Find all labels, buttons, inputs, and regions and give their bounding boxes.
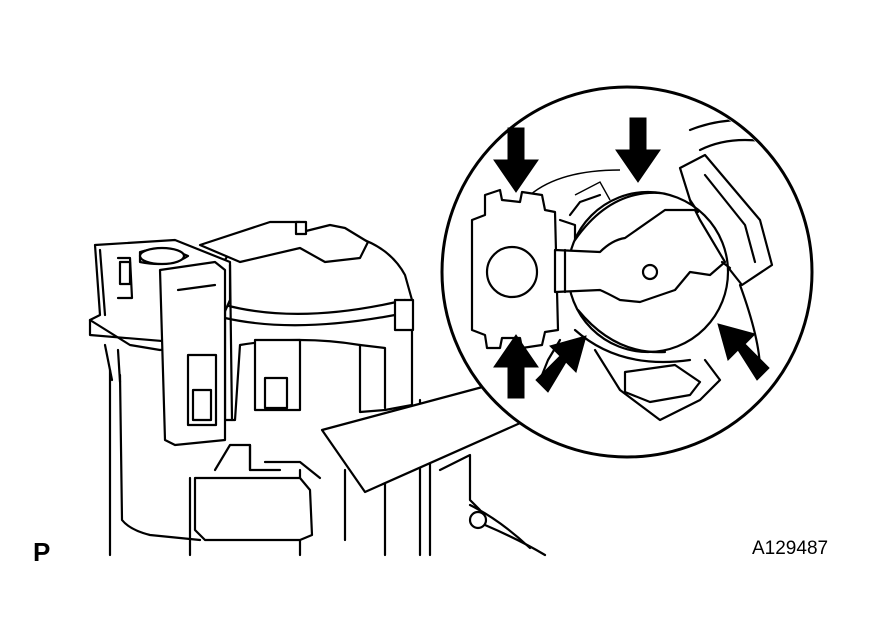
diagonal-arrow-icon (535, 335, 587, 393)
view-marker-label: P (33, 537, 51, 567)
ignition-switch-assembly (88, 220, 547, 557)
down-arrow-icon (493, 127, 539, 193)
indicator-arrows (493, 117, 770, 399)
diagonal-arrow-icon (717, 323, 770, 381)
figure-id-label: A129487 (752, 538, 829, 559)
down-arrow-icon (615, 117, 661, 183)
up-arrow-icon (493, 334, 539, 399)
detail-magnified-view (440, 85, 814, 459)
